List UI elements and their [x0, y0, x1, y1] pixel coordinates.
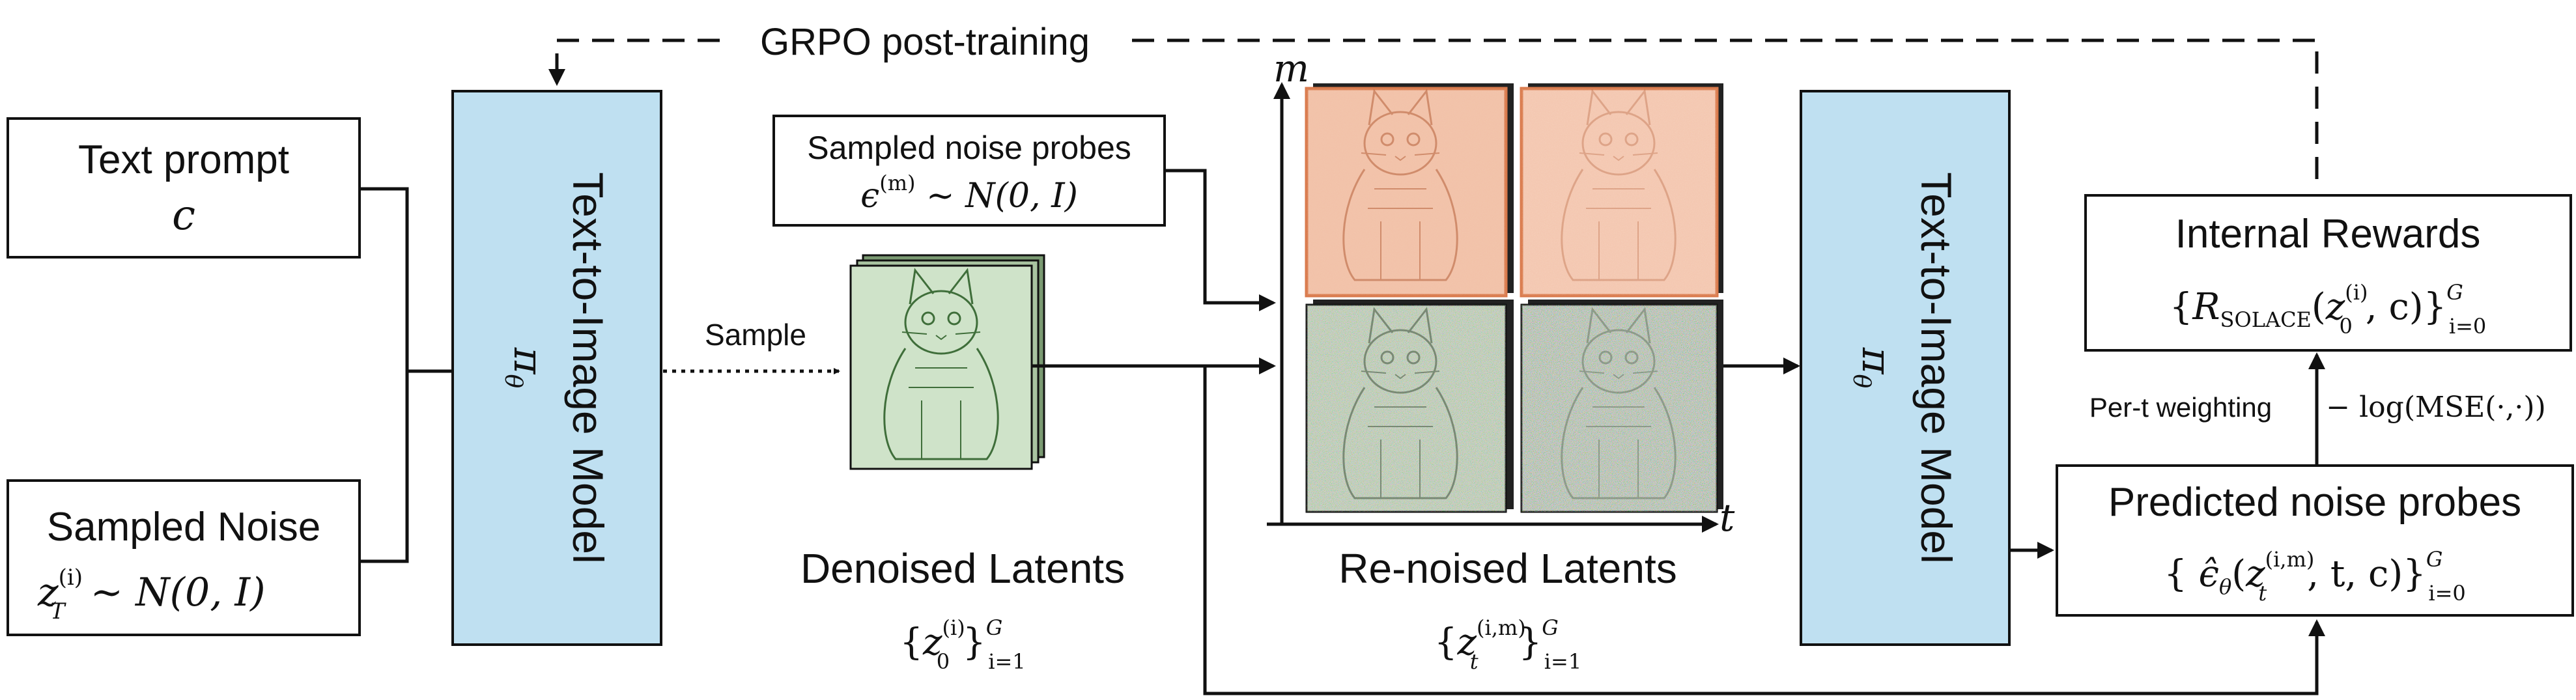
model-left-title: Text-to-Image Model [564, 172, 612, 564]
noise-probes-formula: ϵ(m) ~ N(0, I) [860, 171, 1078, 216]
probes-to-renoise-arrow [1165, 169, 1276, 311]
noise-connector [360, 371, 409, 563]
prompt-symbol: c [172, 191, 195, 240]
sampled-noise-formula: z(i)T ~ N(0, I) [37, 565, 265, 624]
noise-probes-box: Sampled noise probes ϵ(m) ~ N(0, I) [772, 115, 1166, 227]
denoised-latent-stack [849, 254, 1045, 470]
renoised-tile-bottom-left [1305, 300, 1514, 513]
sampled-noise-box: Sampled Noise z(i)T ~ N(0, I) [7, 479, 361, 636]
renoised-tile-top-right [1520, 83, 1723, 298]
sampled-noise-title: Sampled Noise [47, 505, 320, 550]
prompt-connector [360, 187, 453, 373]
predicted-title: Predicted noise probes [2108, 480, 2521, 525]
weighting-label: Per-t weighting [2089, 392, 2272, 423]
mse-label: − log(MSE(·,·)) [2326, 391, 2546, 424]
denoised-title: Denoised Latents [800, 545, 1125, 592]
model-right: Text-to-Image Model πθ [1800, 90, 2011, 646]
noise-probes-title: Sampled noise probes [807, 130, 1131, 166]
predicted-noise-box: Predicted noise probes { ϵ̂θ(z(i,m)t, t,… [2056, 464, 2574, 617]
renoised-title: Re-noised Latents [1338, 545, 1677, 592]
model-left-symbol: πθ [500, 347, 552, 389]
grpo-label: GRPO post-training [760, 21, 1090, 63]
axis-m-label: m [1273, 46, 1309, 91]
renoised-tile-bottom-right [1520, 300, 1723, 513]
grpo-feedback-line [557, 38, 2319, 179]
text-prompt-title: Text prompt [78, 137, 289, 182]
renoised-tile-top-left [1305, 83, 1514, 298]
model-left: Text-to-Image Model πθ [451, 90, 662, 646]
sample-label: Sample [705, 318, 806, 352]
latent-bypass-arrow [1203, 366, 2325, 695]
model-right-symbol: πθ [1848, 347, 1901, 389]
text-prompt-box: Text prompt c [7, 117, 361, 259]
model-right-title: Text-to-Image Model [1912, 172, 1960, 564]
rewards-title: Internal Rewards [2175, 212, 2481, 257]
